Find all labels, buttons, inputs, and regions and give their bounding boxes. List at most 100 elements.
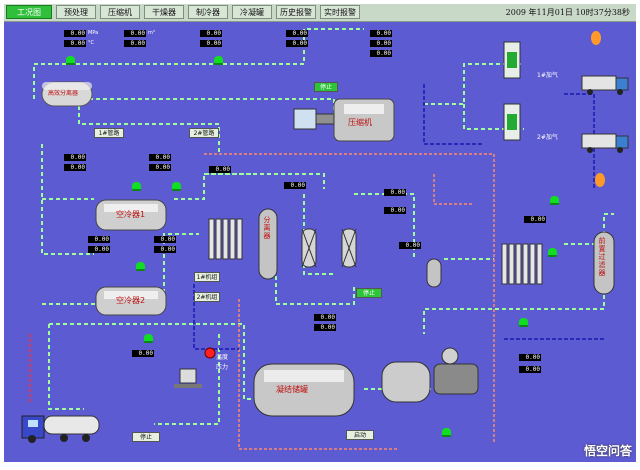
- readout-18: 0.00: [154, 236, 176, 243]
- pipe-gas-8: [42, 233, 199, 305]
- alarm-bell-icon[interactable]: [172, 182, 181, 191]
- readout-24: 0.00: [399, 242, 421, 249]
- tanker-truck: [21, 415, 100, 443]
- dispenser-1: [503, 41, 521, 79]
- alarm-bell-icon[interactable]: [132, 182, 141, 191]
- readout-30: 0.00: [519, 366, 541, 373]
- readout-14: 0.00: [149, 154, 171, 161]
- alarm-bell-icon[interactable]: [442, 428, 451, 437]
- readout-3: 0.00: [124, 30, 146, 37]
- pipe-hot-4: [433, 174, 474, 205]
- truck-2: [581, 133, 629, 153]
- readout-23: 0.00: [384, 207, 406, 214]
- readout-8: 0.00: [286, 40, 308, 47]
- pressure-label: 压力: [216, 364, 229, 371]
- readout-4: 0.00: [124, 40, 146, 47]
- fault-indicator: [204, 347, 216, 359]
- process-diagram: [21, 28, 629, 450]
- pump-motor: [174, 368, 202, 388]
- unit-pressure: MPa: [88, 30, 99, 36]
- condensate-tank: [253, 363, 355, 417]
- start-button[interactable]: 启动: [346, 430, 374, 440]
- alarm-bell-icon[interactable]: [550, 196, 559, 205]
- air-cooler-1-label: 空冷器1: [116, 210, 146, 219]
- pipe-gas-9: [174, 173, 254, 200]
- readout-11: 0.00: [370, 50, 392, 57]
- readout-21: 0.00: [284, 182, 306, 189]
- alarm-bell-icon[interactable]: [66, 56, 75, 65]
- air-cooler-1: [95, 199, 167, 231]
- watermark: 悟空问答: [583, 444, 632, 458]
- condensate-tank-label: 凝结储罐: [276, 385, 308, 394]
- compressor-unit: [293, 98, 395, 142]
- gas-2-label: 2#加气: [537, 134, 558, 141]
- menu-bar: 工况图 预处理 压缩机 干燥器 制冷器 冷凝罐 历史报警 实时报警 2009 年…: [4, 4, 636, 22]
- unit-2-tag[interactable]: 2#机组: [194, 292, 220, 302]
- pipe-hot-1: [399, 153, 495, 444]
- alarm-bell-icon[interactable]: [144, 334, 153, 343]
- pipe-water-2: [564, 93, 595, 189]
- pipe-water-3: [193, 284, 239, 350]
- unit-1-tag[interactable]: 1#机组: [194, 272, 220, 282]
- clock-readout: 2009 年11月01日 10时37分38秒: [505, 8, 630, 17]
- dispenser-2: [503, 103, 521, 141]
- air-cooler-2: [95, 286, 167, 316]
- pipe-2-tag[interactable]: 2#管路: [189, 128, 219, 138]
- exchanger-2: [341, 228, 357, 268]
- pipe-gas-1: [33, 28, 364, 99]
- tab-chiller[interactable]: 制冷器: [188, 5, 228, 19]
- compressor-label: 压缩机: [348, 118, 372, 127]
- stop-button-1[interactable]: 停止: [314, 82, 338, 92]
- vessel-small: [426, 258, 442, 288]
- readout-22: 0.00: [384, 189, 406, 196]
- readout-6: 0.00: [200, 40, 222, 47]
- pipe-gas-13: [354, 193, 415, 259]
- tab-compressor[interactable]: 压缩机: [100, 5, 140, 19]
- readout-28: 0.00: [132, 350, 154, 357]
- readout-9: 0.00: [370, 30, 392, 37]
- pipe-gas-4: [424, 63, 524, 105]
- readout-5: 0.00: [200, 30, 222, 37]
- readout-27: 0.00: [314, 324, 336, 331]
- exchanger-1: [301, 228, 317, 268]
- radiator-right: [501, 243, 543, 285]
- temp-label: 温度: [216, 354, 229, 361]
- readout-10: 0.00: [370, 40, 392, 47]
- alarm-bell-icon[interactable]: [214, 56, 223, 65]
- pipe-1-tag[interactable]: 1#管路: [94, 128, 124, 138]
- tab-realtime-alarm[interactable]: 实时报警: [320, 5, 360, 19]
- readout-16: 0.00: [88, 236, 110, 243]
- pipe-gas-17: [48, 324, 84, 410]
- readout-7: 0.00: [286, 30, 308, 37]
- pipe-gas-11: [204, 173, 325, 189]
- tab-condenser-tank[interactable]: 冷凝罐: [232, 5, 272, 19]
- truck-1: [581, 75, 629, 95]
- unit-flow: m³: [148, 30, 155, 36]
- radiator-left: [208, 218, 243, 260]
- pipe-gas-18: [49, 323, 259, 400]
- vessel-left: [258, 208, 278, 280]
- vessel-right-label: 前置过滤器: [598, 237, 606, 277]
- tab-overview[interactable]: 工况图: [6, 5, 52, 19]
- vessel-left-label: 分离器: [263, 216, 271, 240]
- readout-17: 0.00: [88, 246, 110, 253]
- alarm-bell-icon[interactable]: [548, 248, 557, 257]
- readout-29: 0.00: [519, 354, 541, 361]
- tab-history-alarm[interactable]: 历史报警: [276, 5, 316, 19]
- readout-26: 0.00: [314, 314, 336, 321]
- alarm-bell-icon[interactable]: [519, 318, 528, 327]
- stop-button-3[interactable]: 停止: [132, 432, 160, 442]
- readout-13: 0.00: [64, 164, 86, 171]
- pipe-gas-6: [41, 144, 94, 255]
- pipe-gas-2: [78, 99, 220, 154]
- pipe-gas-19: [154, 334, 220, 425]
- readout-25: 0.00: [524, 216, 546, 223]
- vessel-right: [593, 231, 615, 295]
- pipe-water-1: [423, 84, 484, 145]
- gas-1-label: 1#加气: [537, 72, 558, 79]
- tab-preprocess[interactable]: 预处理: [56, 5, 96, 19]
- readout-19: 0.00: [154, 246, 176, 253]
- stop-button-2[interactable]: 停止: [356, 288, 382, 298]
- alarm-bell-icon[interactable]: [136, 262, 145, 271]
- tab-dryer[interactable]: 干燥器: [144, 5, 184, 19]
